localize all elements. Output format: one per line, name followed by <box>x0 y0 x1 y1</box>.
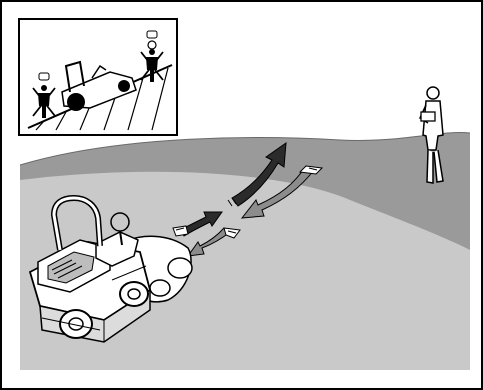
forward-arrow-short-tail <box>173 226 188 236</box>
deck-caster-wheel <box>150 280 170 296</box>
rear-wheel <box>67 93 85 111</box>
operator-leg-left <box>427 150 433 183</box>
operator-head <box>427 87 439 99</box>
wheel-hub <box>128 289 140 299</box>
deck-caster-wheel <box>168 258 192 278</box>
front-wheel <box>118 80 130 92</box>
remote-control-icon <box>421 112 435 121</box>
slope-warning-inset <box>19 19 177 135</box>
